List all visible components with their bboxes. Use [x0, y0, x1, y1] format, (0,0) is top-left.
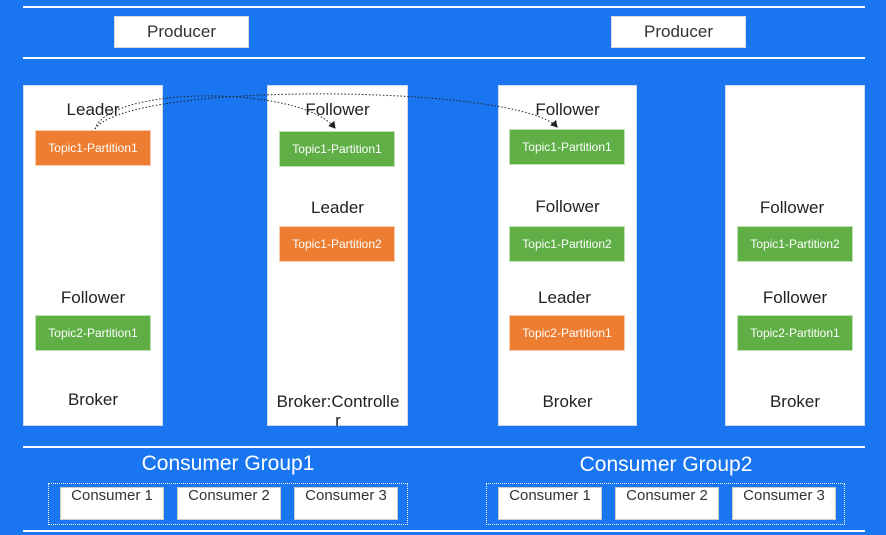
replication-arc-to-broker-2	[94, 95, 336, 130]
broker-2-partition-2: Topic1-Partition2	[279, 226, 395, 262]
broker-2-role-2: Leader	[311, 198, 364, 217]
consumer-group-1-title: Consumer Group1	[141, 452, 315, 475]
consumer-group-1-consumer-2: Consumer 2	[177, 487, 281, 520]
consumer-divider	[23, 446, 865, 448]
broker-1-partition-2: Topic2-Partition1	[35, 315, 151, 351]
broker-1-role-2: Follower	[60, 288, 126, 307]
consumer-group-1-consumer-3: Consumer 3	[294, 487, 398, 520]
bottom-divider	[23, 530, 865, 532]
broker-2-role-1: Follower	[305, 100, 370, 119]
broker-3-label: Broker	[542, 392, 593, 411]
consumer-group-1	[48, 483, 408, 525]
broker-1-role-1: Leader	[66, 100, 120, 119]
broker-4-partition-2: Topic2-Partition1	[737, 315, 853, 351]
consumer-group-2-consumer-3: Consumer 3	[732, 487, 836, 520]
broker-3-partition-1: Topic1-Partition1	[509, 129, 625, 165]
broker-3-role-2: Follower	[535, 197, 600, 216]
broker-2-partition-1: Topic1-Partition1	[279, 131, 395, 167]
broker-1-partition-1: Topic1-Partition1	[35, 130, 151, 166]
consumer-group-2-consumer-1: Consumer 1	[498, 487, 602, 520]
consumer-group-2-title: Consumer Group2	[579, 453, 753, 476]
broker-3-role-3: Leader	[538, 288, 591, 307]
consumer-group-2-consumer-2: Consumer 2	[615, 487, 719, 520]
broker-3-partition-3: Topic2-Partition1	[509, 315, 625, 351]
broker-3-partition-2: Topic1-Partition2	[509, 226, 625, 262]
producer-2: Producer	[611, 16, 746, 48]
producer-1: Producer	[114, 16, 249, 48]
consumer-group-1-consumer-1: Consumer 1	[60, 487, 164, 520]
broker-4-partition-1: Topic1-Partition2	[737, 226, 853, 262]
broker-4-label: Broker	[769, 392, 821, 411]
replication-arc-to-broker-3	[94, 93, 558, 130]
consumer-group-2	[486, 483, 845, 525]
top-divider	[23, 6, 865, 8]
broker-4-role-2: Follower	[762, 288, 828, 307]
broker-2-label: Broker:Controller	[276, 392, 400, 430]
broker-1-label: Broker	[67, 390, 119, 409]
broker-4-role-1: Follower	[759, 198, 825, 217]
broker-3-role-1: Follower	[535, 100, 600, 119]
producer-divider	[23, 57, 865, 59]
